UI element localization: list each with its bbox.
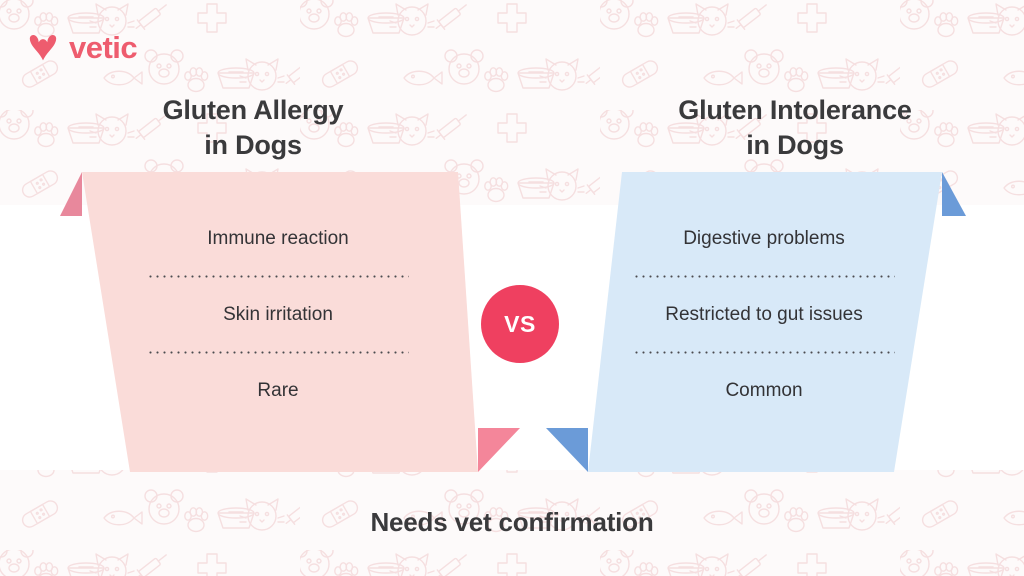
right-panel-content: Digestive problems Restricted to gut iss… xyxy=(614,225,914,403)
left-panel-content: Immune reaction Skin irritation Rare xyxy=(128,225,428,403)
left-panel-title-line1: Gluten Allergy xyxy=(162,95,344,125)
right-divider-1 xyxy=(614,251,914,301)
left-accent-triangle-top xyxy=(60,172,82,216)
right-panel-title-line2: in Dogs xyxy=(746,129,844,160)
dotted-line xyxy=(147,274,409,278)
brand-logo[interactable]: vetic xyxy=(26,26,138,70)
vs-badge: VS xyxy=(481,285,559,363)
footer-caption: Needs vet confirmation xyxy=(370,507,654,537)
dotted-line xyxy=(147,350,409,354)
left-divider-2 xyxy=(128,327,428,377)
left-item-3: Rare xyxy=(257,379,299,401)
dotted-line xyxy=(633,350,895,354)
left-item-1: Immune reaction xyxy=(207,227,349,249)
left-item-2: Skin irritation xyxy=(223,303,333,325)
left-panel-shape xyxy=(82,172,478,472)
left-panel-title: Gluten Allergy in Dogs xyxy=(88,93,418,162)
right-accent-triangle-bottom xyxy=(546,428,588,472)
dotted-line xyxy=(633,274,895,278)
right-panel-title-line1: Gluten Intolerance xyxy=(678,95,912,125)
vs-label: VS xyxy=(504,310,536,337)
right-divider-2 xyxy=(614,327,914,377)
heart-v-icon xyxy=(29,34,57,61)
left-accent-triangle-bottom xyxy=(478,428,520,472)
right-accent-triangle-top xyxy=(942,172,966,216)
right-item-3: Common xyxy=(725,379,803,401)
brand-name: vetic xyxy=(69,29,138,65)
right-item-2: Restricted to gut issues xyxy=(665,303,863,325)
left-panel-title-line2: in Dogs xyxy=(204,129,302,160)
right-panel-title: Gluten Intolerance in Dogs xyxy=(600,93,990,162)
left-divider-1 xyxy=(128,251,428,301)
right-panel-shape xyxy=(588,172,942,472)
right-item-1: Digestive problems xyxy=(683,227,845,249)
